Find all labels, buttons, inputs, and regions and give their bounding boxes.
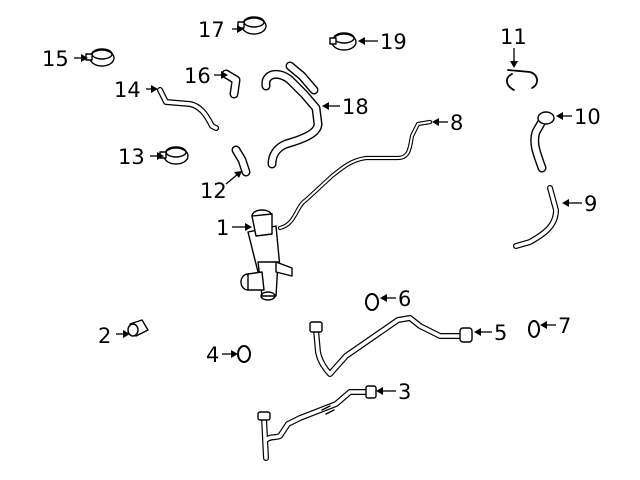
- callout-7: 7: [558, 314, 571, 338]
- callout-leaders: [74, 25, 582, 395]
- callout-10: 10: [574, 105, 601, 129]
- callout-16: 16: [184, 64, 211, 88]
- part-7-o-ring: [528, 320, 540, 338]
- callout-9: 9: [584, 192, 597, 216]
- part-16-elbow-hose: [221, 69, 241, 99]
- callout-15: 15: [42, 47, 69, 71]
- callout-8: 8: [450, 111, 463, 135]
- callout-3: 3: [398, 380, 411, 404]
- callout-labels: 1 2 3 4 5 6 7 8 9 10 11 12 13 14 15 16 1…: [42, 18, 601, 404]
- part-3-lower-pipe: [257, 385, 377, 461]
- part-17-clamp: [237, 16, 267, 35]
- part-10-hose: [530, 111, 555, 173]
- part-9-hose: [513, 185, 559, 249]
- callout-6: 6: [398, 287, 411, 311]
- part-19-clamp: [329, 32, 357, 51]
- callout-14: 14: [114, 78, 141, 102]
- callout-17: 17: [198, 18, 225, 42]
- part-15-clamp: [85, 48, 115, 67]
- part-5-coolant-pipe: [309, 315, 473, 377]
- callout-13: 13: [118, 145, 145, 169]
- part-13-clamp: [159, 146, 189, 165]
- part-11-clip: [506, 69, 538, 91]
- part-14-hose: [157, 87, 219, 131]
- callout-1: 1: [216, 216, 229, 240]
- part-6-o-ring: [365, 293, 379, 311]
- callout-12: 12: [200, 179, 227, 203]
- part-1-thermostat-housing: [240, 209, 293, 301]
- callout-11: 11: [500, 25, 527, 49]
- callout-5: 5: [494, 321, 507, 345]
- callout-2: 2: [98, 324, 111, 348]
- part-4-o-ring: [237, 345, 251, 363]
- part-2-sleeve: [127, 319, 149, 337]
- callout-4: 4: [206, 343, 219, 367]
- callout-19: 19: [380, 30, 407, 54]
- part-18-main-hose: [261, 61, 323, 169]
- part-8-coolant-tube: [277, 119, 433, 231]
- part-12-short-hose: [231, 145, 251, 177]
- callout-18: 18: [342, 95, 369, 119]
